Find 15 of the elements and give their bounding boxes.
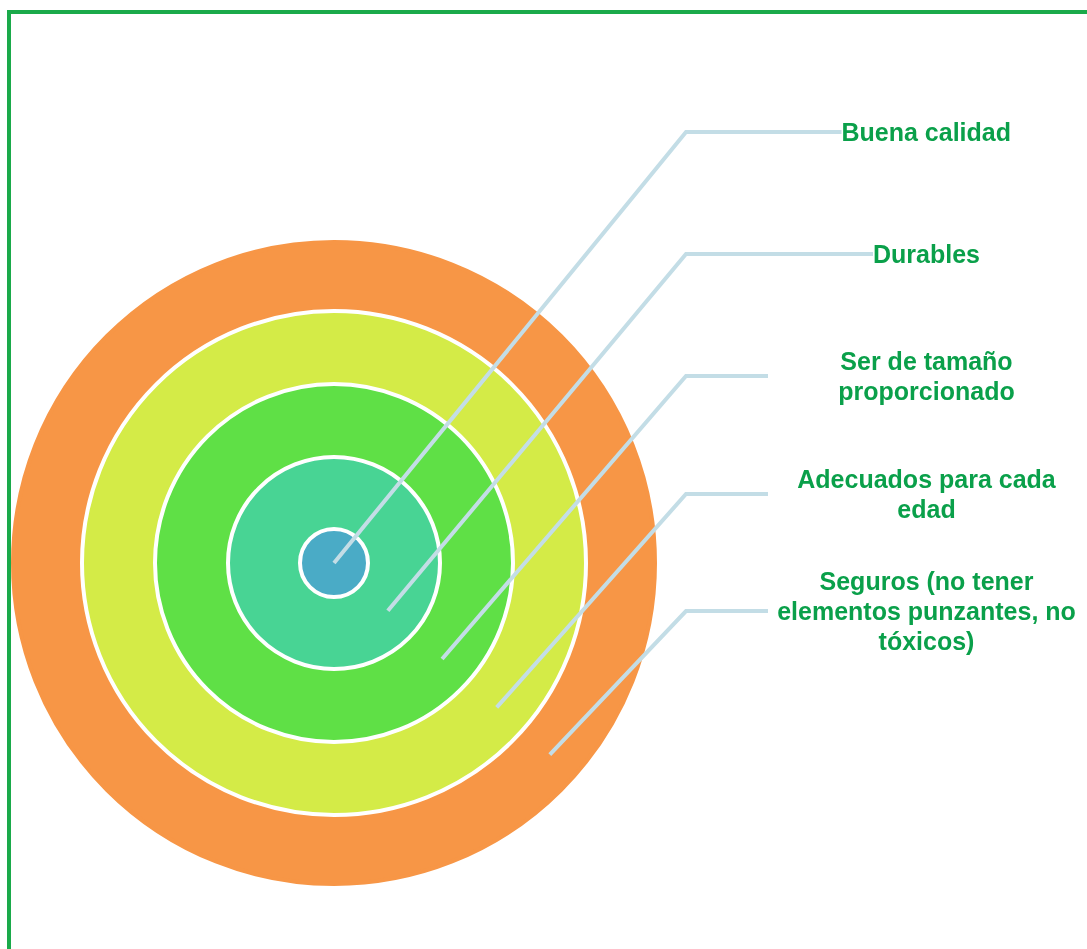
leader-line xyxy=(386,252,873,613)
leader-line xyxy=(332,130,842,565)
ring xyxy=(153,382,515,744)
ring xyxy=(80,309,588,817)
leader-line xyxy=(495,492,768,709)
ring xyxy=(226,455,442,671)
callout-text: Adecuados para cada edad xyxy=(768,461,1085,527)
callout-text: Buena calidad xyxy=(841,112,1011,152)
callout-text: Durables xyxy=(873,234,980,274)
leader-line xyxy=(440,374,768,661)
center-circle xyxy=(298,527,370,599)
callout-text: Ser de tamaño proporcionado xyxy=(768,343,1085,409)
leader-line xyxy=(548,609,768,756)
ring xyxy=(11,240,657,886)
callout-text: Seguros (no tener elementos punzantes, no tóxicos) xyxy=(768,562,1085,660)
